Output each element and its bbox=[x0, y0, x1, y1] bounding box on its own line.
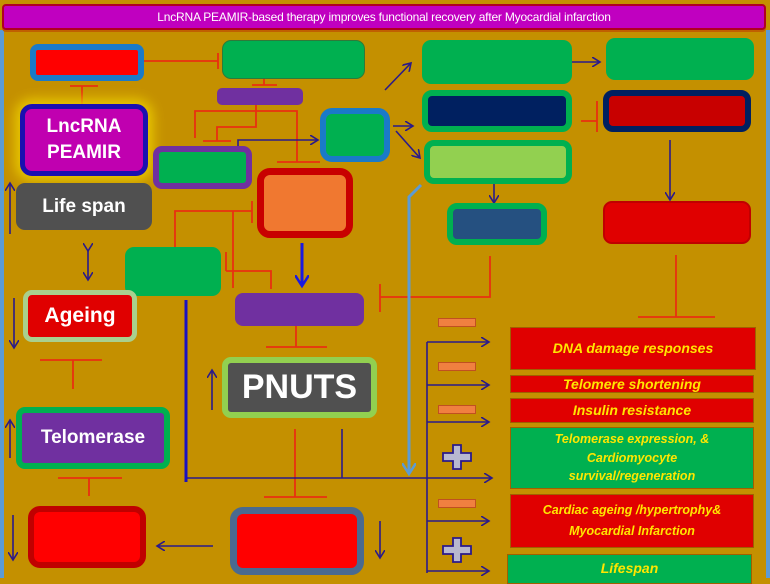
outcome-label-line: Myocardial Infarction bbox=[569, 524, 695, 538]
diagram-title: LncRNA PEAMIR-based therapy improves fun… bbox=[2, 4, 766, 30]
dark-red-box bbox=[603, 90, 751, 132]
outcome-label-line: Telomerase expression, & bbox=[554, 431, 710, 446]
plus-icon bbox=[442, 537, 472, 563]
inhibit-line bbox=[70, 85, 98, 104]
minus-icon bbox=[438, 405, 476, 414]
activate-arrow bbox=[384, 63, 411, 91]
purple-center-box bbox=[235, 293, 364, 326]
outcome-label: DNA damage responses bbox=[552, 340, 714, 356]
inhibit-line bbox=[252, 78, 277, 86]
minus-icon bbox=[438, 499, 476, 508]
orange-box bbox=[257, 168, 353, 238]
light-green-box bbox=[424, 140, 572, 184]
outcome-label-line: survival/regeneration bbox=[568, 469, 696, 484]
red-box-bottom-left bbox=[28, 506, 146, 568]
outcome-label: Lifespan bbox=[600, 560, 659, 576]
inhibit-line bbox=[266, 326, 327, 348]
plus-icon bbox=[442, 444, 472, 470]
outcome-cardiac-ageing: Cardiac ageing /hypertrophy& Myocardial … bbox=[510, 494, 754, 548]
ageing-node[interactable]: Ageing bbox=[23, 290, 137, 342]
activate-arrow bbox=[395, 130, 420, 158]
life-span-node[interactable]: Life span bbox=[16, 183, 152, 230]
green-box-right-1 bbox=[422, 40, 572, 84]
inhibit-line bbox=[581, 101, 598, 132]
inhibit-line bbox=[264, 429, 327, 498]
green-box-blue-border bbox=[320, 108, 390, 162]
outcome-dna-damage: DNA damage responses bbox=[510, 327, 756, 370]
pnuts-node[interactable]: PNUTS bbox=[222, 357, 377, 418]
outcome-label-line: Cardiac ageing /hypertrophy& bbox=[542, 502, 722, 517]
inhibit-line bbox=[225, 252, 272, 289]
outcome-telomere-shortening: Telomere shortening bbox=[510, 375, 754, 393]
right-border bbox=[766, 30, 770, 578]
green-box-top bbox=[222, 40, 365, 79]
outcome-lifespan: Lifespan bbox=[507, 554, 752, 584]
inhibit-line bbox=[194, 110, 320, 163]
activate-arrow bbox=[237, 140, 318, 146]
minus-icon bbox=[438, 362, 476, 371]
outcome-label: Insulin resistance bbox=[572, 402, 692, 418]
steel-blue-box bbox=[447, 203, 547, 245]
left-border bbox=[0, 30, 4, 578]
outcome-label: Telomere shortening bbox=[563, 375, 701, 392]
green-box-purple-border bbox=[153, 146, 252, 189]
telomerase-node[interactable]: Telomerase bbox=[16, 407, 170, 469]
green-box-mid-left bbox=[125, 247, 221, 296]
inhibit-line bbox=[144, 53, 219, 69]
outcome-telomerase-expression: Telomerase expression, & Cardiomyocyte s… bbox=[510, 427, 754, 489]
red-box-right bbox=[603, 201, 751, 244]
light-blue-arrow bbox=[409, 183, 423, 474]
green-box-right-2 bbox=[606, 38, 754, 80]
navy-box bbox=[422, 90, 572, 132]
lncrna-peamir-node[interactable]: LncRNA PEAMIR bbox=[20, 104, 148, 176]
inhibit-line bbox=[203, 105, 257, 142]
red-box-top-left bbox=[30, 44, 144, 81]
outcome-label-line: Cardiomyocyte bbox=[586, 450, 678, 465]
red-box-bottom-center bbox=[230, 507, 364, 575]
inhibit-line bbox=[379, 256, 491, 312]
outcome-insulin-resistance: Insulin resistance bbox=[510, 398, 754, 423]
inhibit-line bbox=[58, 477, 122, 496]
purple-bar-small bbox=[217, 88, 303, 105]
minus-icon bbox=[438, 318, 476, 327]
inhibit-line bbox=[40, 359, 102, 389]
inhibit-line bbox=[638, 255, 715, 318]
